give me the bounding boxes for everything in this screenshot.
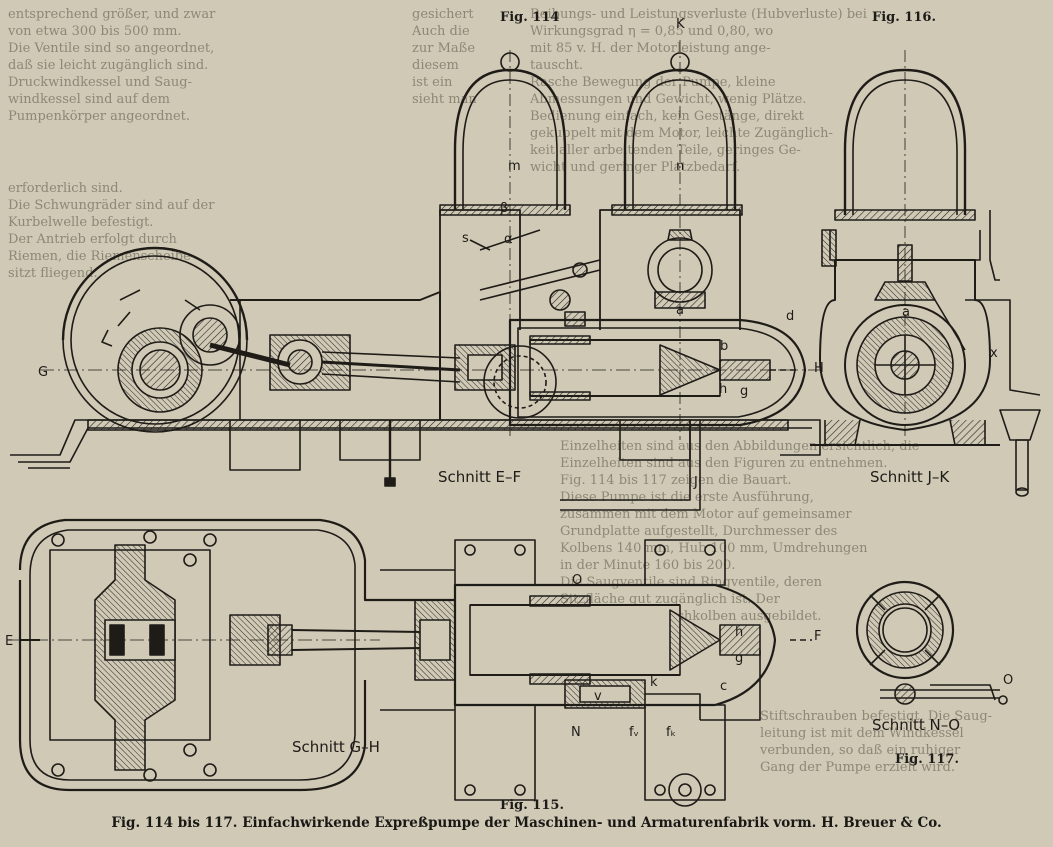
label-a: a xyxy=(676,303,684,318)
label-c: c xyxy=(720,679,727,694)
label-s: s xyxy=(462,231,469,246)
label-a-jk: a xyxy=(902,305,910,320)
fig117-section-no xyxy=(855,580,1008,705)
bg-line: Der Antrieb erfolgt durch xyxy=(8,232,177,247)
label-g-gh: g xyxy=(735,651,743,666)
label-O-no: O xyxy=(1003,673,1013,688)
fig116-label: Fig. 116. xyxy=(872,10,936,25)
label-beta: β xyxy=(500,201,508,216)
section-title-no: Schnitt N–O xyxy=(872,716,960,734)
bg-line: daß sie leicht zugänglich sind. xyxy=(8,58,209,73)
bg-line: Grundplatte aufgestellt, Durchmesser des xyxy=(560,524,838,539)
bg-line: wicht und geringer Platzbedarf. xyxy=(530,160,741,175)
bg-line: Abmessungen und Gewicht, wenig Plätze. xyxy=(530,92,807,107)
bg-line: Kolbens 140 mm, Hub 100 mm, Umdrehungen xyxy=(560,541,868,556)
bg-line: keit aller arbeitenden Teile, geringes G… xyxy=(530,143,801,158)
fig115-label: Fig. 115. xyxy=(500,798,564,813)
bg-line: von etwa 300 bis 500 mm. xyxy=(8,24,182,39)
bg-line: Reibungs- und Leistungsverluste (Hubverl… xyxy=(530,7,867,22)
label-alpha: α xyxy=(504,232,513,247)
label-h-gh: h xyxy=(735,625,743,640)
background-text-left-mid: erforderlich sind. Die Schwungräder sind… xyxy=(8,180,258,282)
background-text-top-center: gesichert Auch die zur Maße diesem ist e… xyxy=(412,6,502,108)
label-fk: fₖ xyxy=(666,725,676,740)
bg-line: verbunden, so daß ein ruhiger xyxy=(760,743,961,758)
label-G: G xyxy=(38,365,48,380)
bg-line: gekuppelt mit dem Motor, leichte Zugängl… xyxy=(530,126,833,141)
label-v: v xyxy=(594,689,602,704)
label-F: F xyxy=(814,629,821,644)
label-m: m xyxy=(508,159,521,174)
label-fv: fᵥ xyxy=(629,725,639,740)
bg-line: ist ein xyxy=(412,75,453,90)
bg-line: diesem xyxy=(412,58,459,73)
flywheel xyxy=(61,246,249,433)
section-title-jk: Schnitt J–K xyxy=(870,468,950,486)
bg-line: Wirkungsgrad η = 0,85 und 0,80, wo xyxy=(530,24,774,39)
bg-line: Gang der Pumpe erzielt wird. xyxy=(760,760,955,775)
label-k: k xyxy=(650,675,658,690)
bg-line: Druckwindkessel und Saug- xyxy=(8,75,192,90)
section-title-gh: Schnitt G–H xyxy=(292,738,380,756)
label-n: n xyxy=(676,159,684,174)
bg-line: Bedienung einfach, kein Gestänge, direkt xyxy=(530,109,804,124)
bg-line: sitzt fliegend. xyxy=(8,266,98,281)
label-h: h xyxy=(719,382,727,397)
fig116-section-jk xyxy=(810,50,1041,497)
bg-line: entsprechend größer, und zwar xyxy=(8,7,216,22)
bg-line: Auch die xyxy=(412,24,470,39)
air-vessel-n xyxy=(611,40,743,440)
fig117-label: Fig. 117. xyxy=(895,752,959,767)
bg-line: sieht man xyxy=(412,92,477,107)
bg-line: Diese Pumpe ist die erste Ausführung, xyxy=(560,490,814,505)
bg-line: windkessel sind auf dem xyxy=(8,92,170,107)
bg-line: gesichert xyxy=(412,7,474,22)
fig115-section-gh xyxy=(10,518,812,807)
bg-line: Pumpenkörper angeordnet. xyxy=(8,109,191,124)
air-vessel-m xyxy=(439,50,571,440)
bg-line: erforderlich sind. xyxy=(8,181,123,196)
background-text-right-top: Reibungs- und Leistungsverluste (Hubverl… xyxy=(530,6,1045,176)
bg-line: in der Minute 160 bis 200. xyxy=(560,558,736,573)
background-text-right-bottom: Stiftschrauben befestigt. Die Saug- leit… xyxy=(760,708,1050,776)
label-K: K xyxy=(676,17,685,32)
bg-line: Stiftschrauben befestigt. Die Saug- xyxy=(760,709,993,724)
fig114-section-ef xyxy=(10,40,821,511)
bg-line: Die Saugventile sind Ringventile, deren xyxy=(560,575,823,590)
bg-line: tauscht. xyxy=(530,58,584,73)
label-b: b xyxy=(720,339,728,354)
bg-line: Rasche Bewegung der Pumpe, kleine xyxy=(530,75,776,90)
background-text-left-top: entsprechend größer, und zwar von etwa 3… xyxy=(8,6,268,125)
bg-line: zur Maße xyxy=(412,41,476,56)
bg-line: Riemen, die Riemenscheibe xyxy=(8,249,191,264)
label-E: E xyxy=(5,634,13,649)
label-H: H xyxy=(814,361,824,376)
housing-bolts xyxy=(51,530,217,782)
bg-line: Kurbelwelle befestigt. xyxy=(8,215,154,230)
label-O: O xyxy=(572,573,582,588)
bg-line: Sitzfläche gut zugänglich ist. Der xyxy=(560,592,780,607)
bg-line: Die Ventile sind so angeordnet, xyxy=(8,41,215,56)
bg-line: Die Schwungräder sind auf der xyxy=(8,198,215,213)
bg-line: leitung ist mit dem Windkessel xyxy=(760,726,964,741)
label-N: N xyxy=(571,725,581,740)
figure-caption: Fig. 114 bis 117. Einfachwirkende Expreß… xyxy=(111,815,942,831)
label-x: x xyxy=(990,346,998,361)
label-g: g xyxy=(740,384,748,399)
label-J: J xyxy=(693,475,698,490)
label-d: d xyxy=(786,309,794,324)
bg-line: Fig. 114 bis 117 zeigen die Bauart. xyxy=(560,473,792,488)
fig114-label: Fig. 114 xyxy=(500,10,560,25)
section-title-ef: Schnitt E–F xyxy=(438,468,521,486)
bg-line: mit 85 v. H. der Motorleistung ange- xyxy=(530,41,771,56)
